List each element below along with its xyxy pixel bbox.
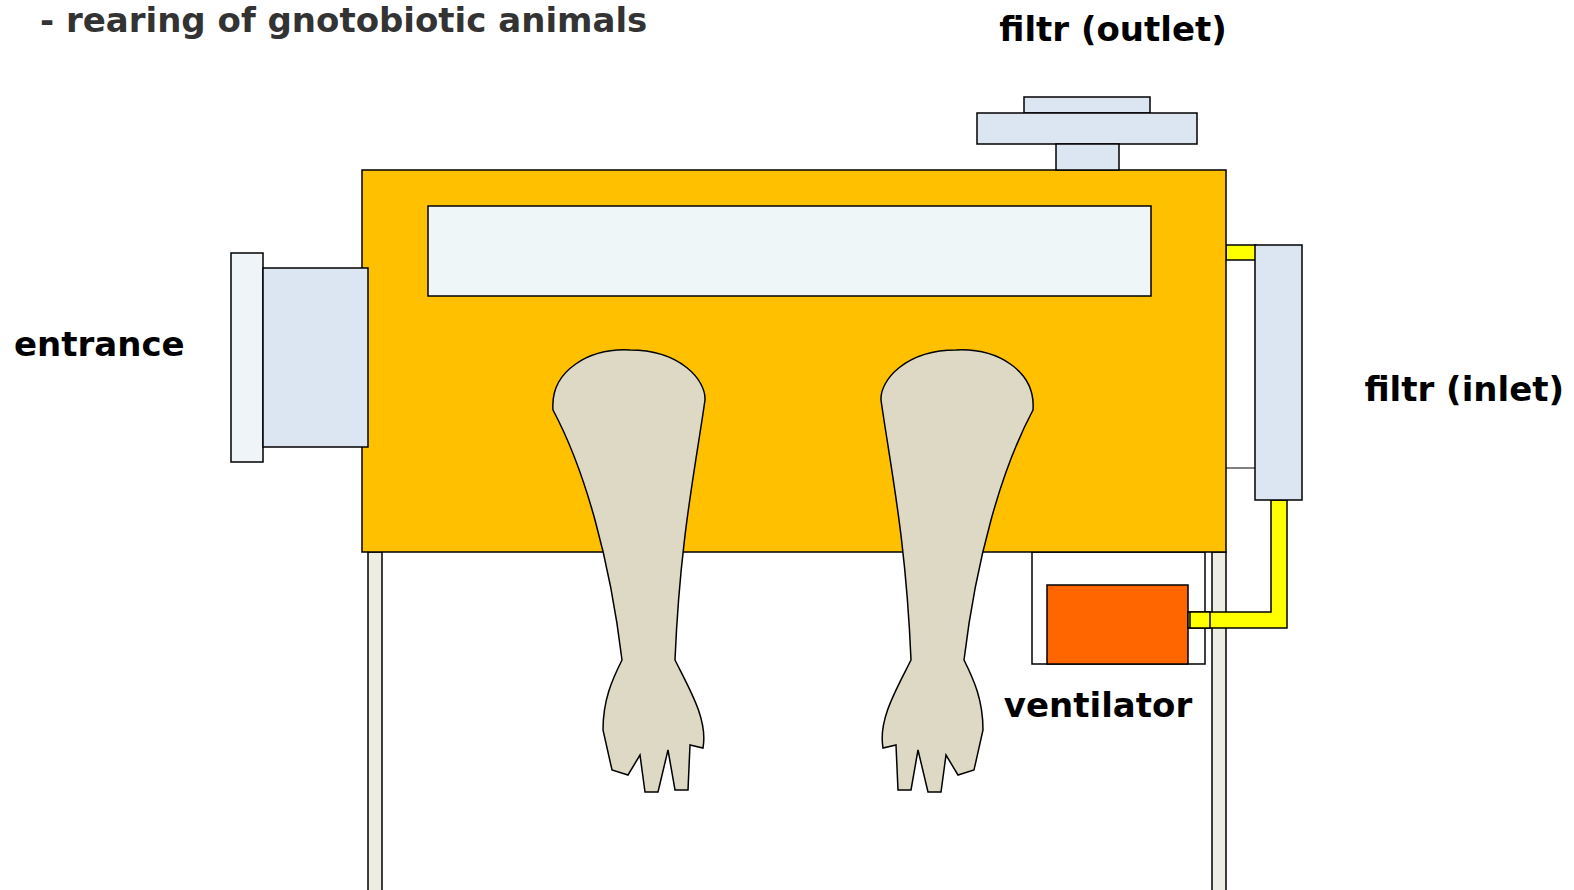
- part-label: filtr (inlet): [1364, 371, 1564, 408]
- glove: [553, 350, 705, 792]
- isolator-body: [362, 170, 1226, 552]
- glove: [881, 350, 1033, 792]
- filter-line: [1226, 468, 1255, 469]
- entrance-port: [263, 268, 368, 447]
- entrance-door: [231, 253, 263, 462]
- outlet-filter-cap: [1024, 97, 1150, 113]
- ventilator-box: [1047, 585, 1188, 664]
- ventilator-frame: [1032, 552, 1205, 664]
- pipe-joint: [1190, 612, 1210, 628]
- table-leg: [1212, 552, 1226, 890]
- page-title: - rearing of gnotobiotic animals: [40, 2, 647, 39]
- isolator-window: [428, 206, 1151, 296]
- table-leg: [368, 552, 382, 890]
- outlet-filter-neck: [1056, 144, 1119, 170]
- outlet-filter: [977, 113, 1197, 144]
- inlet-filter: [1255, 245, 1302, 500]
- air-pipe: [1226, 245, 1256, 260]
- part-label: filtr (outlet): [999, 11, 1227, 48]
- part-label: entrance: [14, 326, 185, 363]
- part-label: ventilator: [1004, 687, 1192, 724]
